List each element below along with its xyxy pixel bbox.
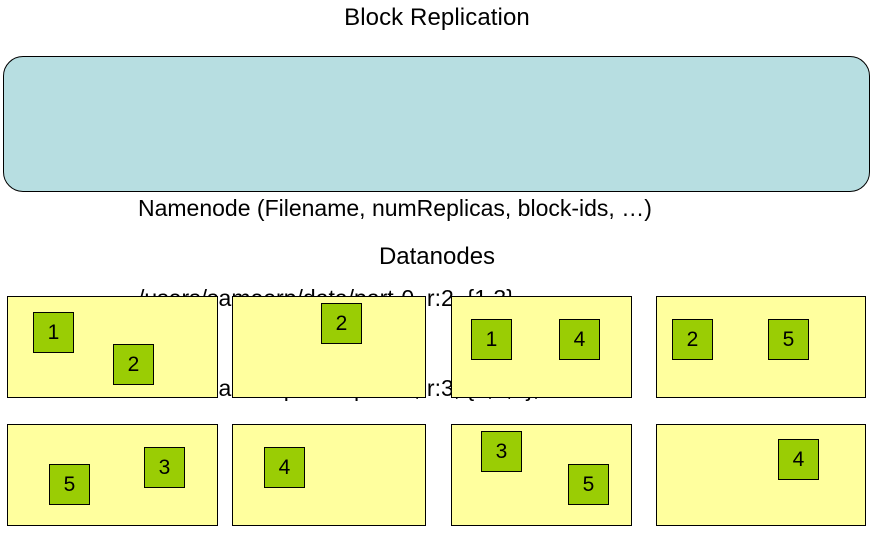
namenode-line-schema: Namenode (Filename, numReplicas, block-i… (138, 195, 652, 221)
block-replica: 3 (144, 447, 185, 488)
block-replica: 2 (113, 344, 154, 385)
datanodes-section-label: Datanodes (378, 243, 496, 270)
block-replica: 4 (778, 439, 819, 480)
block-replica: 2 (321, 303, 362, 344)
block-replica: 3 (481, 431, 522, 472)
datanode-8 (656, 424, 866, 526)
block-replica: 5 (568, 464, 609, 505)
block-replica: 5 (768, 319, 809, 360)
datanode-6 (232, 424, 426, 526)
page-title: Block Replication (344, 4, 530, 31)
block-replica: 1 (471, 319, 512, 360)
block-replica: 4 (264, 447, 305, 488)
block-replica: 5 (49, 464, 90, 505)
block-replica: 1 (33, 312, 74, 353)
block-replica: 2 (672, 319, 713, 360)
block-replica: 4 (559, 319, 600, 360)
datanode-5 (7, 424, 218, 526)
namenode-box: Namenode (Filename, numReplicas, block-i… (3, 56, 870, 401)
